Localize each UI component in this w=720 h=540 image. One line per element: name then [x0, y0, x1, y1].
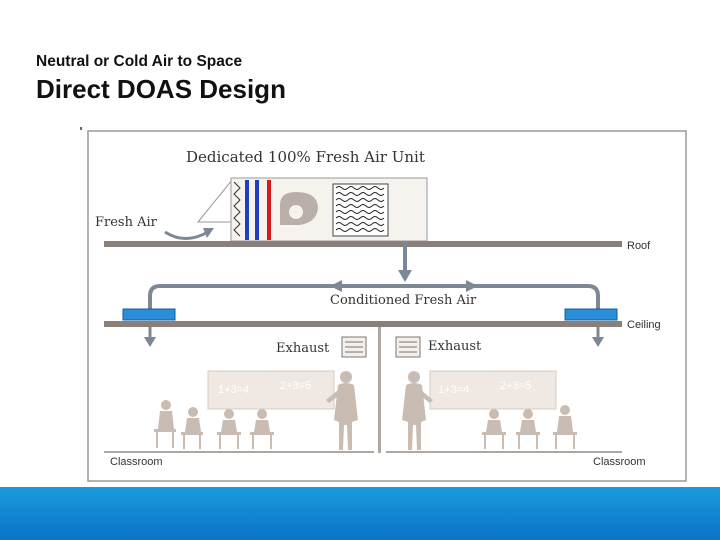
students-left-figures	[154, 400, 274, 449]
ceiling-label: Ceiling	[627, 319, 661, 331]
teacher-right-figure	[402, 371, 433, 450]
heating-coil	[267, 180, 271, 240]
board-left-eq2: 2+3=5	[280, 380, 311, 392]
floor-left	[104, 451, 374, 453]
conditioned-air-label: Conditioned Fresh Air	[330, 293, 477, 308]
chalkboard-left: 1+3=4 2+3=5	[207, 370, 335, 410]
dividing-wall	[378, 327, 381, 453]
chalkboard-right: 1+3=4 2+3=5	[429, 370, 557, 410]
exhaust-grille-right-icon	[395, 336, 421, 358]
slide-subtitle: Neutral or Cold Air to Space	[36, 53, 243, 70]
slide-title: Direct DOAS Design	[36, 74, 286, 104]
diffuser-right	[564, 308, 618, 321]
ceiling-slab	[104, 321, 622, 327]
exhaust-grille-left-icon	[341, 336, 367, 358]
supply-left-arrow	[330, 280, 342, 292]
supply-duct	[148, 241, 600, 310]
supply-down-arrow	[398, 270, 412, 282]
exhaust-left-label: Exhaust	[276, 341, 330, 356]
exhaust-right-label: Exhaust	[428, 339, 482, 354]
roof-slab	[104, 241, 622, 247]
fresh-air-label: Fresh Air	[95, 215, 158, 230]
diffuser-left	[122, 308, 176, 321]
air-unit	[196, 177, 428, 242]
supply-right-arrow	[466, 280, 478, 292]
footer-bar	[0, 487, 720, 540]
roof-label: Roof	[627, 240, 651, 252]
fan-icon	[280, 192, 318, 225]
classroom-right-label: Classroom	[593, 456, 646, 468]
room-supply-arrows	[144, 327, 604, 347]
cooling-coil-1	[245, 180, 249, 240]
unit-label: Dedicated 100% Fresh Air Unit	[186, 148, 425, 166]
fresh-air-arrow	[164, 230, 209, 240]
board-right-eq1: 1+3=4	[438, 384, 469, 396]
students-right-figures	[482, 405, 577, 449]
board-right-eq2: 2+3=5	[500, 380, 531, 392]
board-left-eq1: 1+3=4	[218, 384, 249, 396]
classroom-left-label: Classroom	[110, 456, 163, 468]
floor-right	[386, 451, 622, 453]
teacher-left-figure	[326, 371, 358, 450]
cooling-coil-2	[255, 180, 259, 240]
